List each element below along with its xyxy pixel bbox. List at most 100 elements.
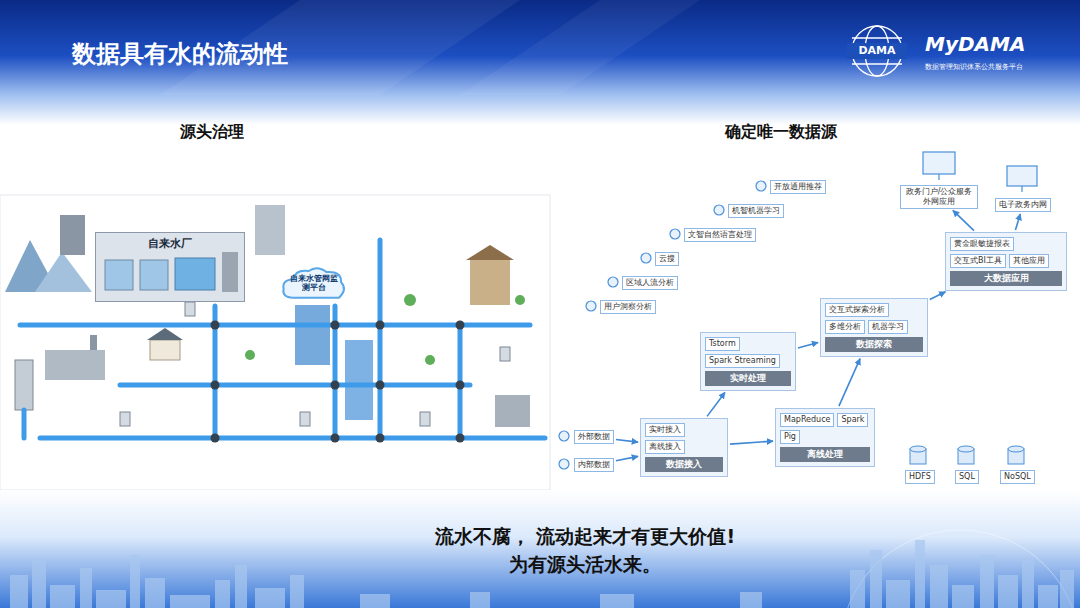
skyline-building	[740, 592, 762, 608]
node-text: Spark Streaming	[709, 356, 776, 366]
skyline-building	[10, 575, 28, 608]
glass-tower	[345, 340, 373, 420]
cylinder-top	[1008, 446, 1024, 452]
flow-arrow	[798, 342, 818, 347]
node-text: 用户洞察分析	[604, 302, 652, 312]
tree	[245, 350, 255, 360]
data-tag: NoSQL	[1000, 470, 1035, 484]
layer-platform: 数据接入实时接入离线接入	[640, 418, 728, 477]
section-heading: 确定唯一数据源	[725, 122, 837, 143]
skyline-building	[215, 580, 230, 608]
node-text: 交互式BI工具	[954, 256, 1002, 266]
logo-text: DAMA	[847, 44, 907, 57]
data-tag: 其他应用	[1009, 254, 1049, 268]
flow-arrow	[707, 392, 725, 416]
chimney	[90, 335, 97, 350]
section-heading: 源头治理	[180, 122, 244, 143]
water-tank	[105, 260, 133, 290]
skyline-building	[915, 540, 925, 608]
junction	[211, 434, 220, 443]
layer-platform: 实时处理TstormSpark Streaming	[700, 332, 796, 391]
flow-arrow	[953, 210, 974, 230]
cloud-node: 自来水管网监测平台	[281, 266, 347, 299]
light-streak	[460, 0, 700, 95]
pipe-junctions	[211, 321, 465, 443]
node-text: 区域人流分析	[626, 278, 674, 288]
data-tag: 云搜	[655, 252, 679, 266]
office-tower	[255, 205, 285, 255]
pipe-network	[20, 240, 545, 438]
node-text: HDFS	[909, 472, 931, 482]
cylinder-top	[958, 446, 974, 452]
data-tag: MapReduce	[780, 413, 834, 427]
node-text: 其他应用	[1013, 256, 1045, 266]
roof	[147, 328, 183, 340]
flow-arrow	[616, 440, 638, 443]
flow-arrow	[1015, 214, 1020, 230]
data-tag: 交互式探索分析	[825, 303, 889, 317]
node-text: Pig	[784, 432, 796, 442]
house	[150, 340, 180, 360]
footer-ground	[0, 490, 1080, 608]
building	[470, 260, 510, 305]
sensor	[120, 412, 130, 426]
app-icon	[641, 253, 651, 263]
data-tag: 内部数据	[574, 458, 614, 472]
layer-platform: 数据探索交互式探索分析多维分析机器学习	[820, 298, 928, 357]
node-text: NoSQL	[1004, 472, 1031, 482]
layer-platform: 大数据应用黄金眼敏捷报表交互式BI工具其他应用	[945, 232, 1067, 291]
node-text: 离线处理	[780, 447, 870, 462]
skyline-building	[170, 595, 210, 608]
junction	[376, 434, 385, 443]
skyline-building	[96, 590, 126, 608]
water-tower	[60, 215, 85, 255]
monitor-stand	[1021, 186, 1022, 192]
illustration-panel	[0, 195, 550, 490]
skyline-building	[980, 555, 994, 608]
skyline-building	[886, 580, 910, 608]
node-text: SQL	[959, 472, 975, 482]
data-tag: 用户洞察分析	[600, 300, 656, 314]
storage-icons	[910, 446, 1024, 464]
data-tag: Spark	[837, 413, 868, 427]
flow-arrow	[730, 441, 773, 444]
sensor	[185, 302, 195, 316]
pump-house	[222, 252, 238, 292]
node-text: 离线接入	[649, 442, 681, 452]
data-tag: HDFS	[905, 470, 935, 484]
data-tag: 实时接入	[645, 423, 685, 437]
node-text: 政务门户/公众服务 外网应用	[904, 187, 974, 207]
building	[495, 395, 530, 427]
node-text: 黄金眼敏捷报表	[954, 239, 1010, 249]
skyline-building	[600, 594, 634, 608]
cloud-outline	[283, 268, 344, 298]
skyline-building	[1022, 560, 1034, 608]
node-text: 外部数据	[578, 432, 610, 442]
well	[15, 360, 33, 410]
node-text: 交互式探索分析	[829, 305, 885, 315]
monitor-icon	[923, 152, 955, 174]
monitor-icon	[1007, 166, 1037, 186]
tree	[515, 295, 525, 305]
node-text: 机智机器学习	[732, 206, 780, 216]
data-tag: 文智自然语言处理	[684, 228, 756, 242]
data-tag: Tstorm	[705, 337, 740, 351]
flow-arrow	[616, 456, 638, 460]
skyline-building	[850, 570, 865, 608]
skyline-building	[360, 594, 390, 608]
pipe	[20, 323, 530, 328]
node-text: 机器学习	[872, 322, 904, 332]
node-text: 自来水厂	[96, 233, 244, 251]
plant	[45, 350, 105, 380]
mountain	[35, 252, 92, 292]
slide-title: 数据具有水的流动性	[72, 38, 288, 70]
node-text: Spark	[841, 415, 864, 425]
tree	[425, 355, 435, 365]
app-icon	[714, 205, 724, 215]
factory-box: 自来水厂	[95, 232, 245, 302]
node-text: 实时接入	[649, 425, 681, 435]
data-tag: SQL	[955, 470, 979, 484]
logo-subtitle: 数据管理知识体系公共服务平台	[925, 62, 1023, 72]
flow-arrow	[930, 292, 946, 300]
globe-arc	[840, 530, 1080, 608]
